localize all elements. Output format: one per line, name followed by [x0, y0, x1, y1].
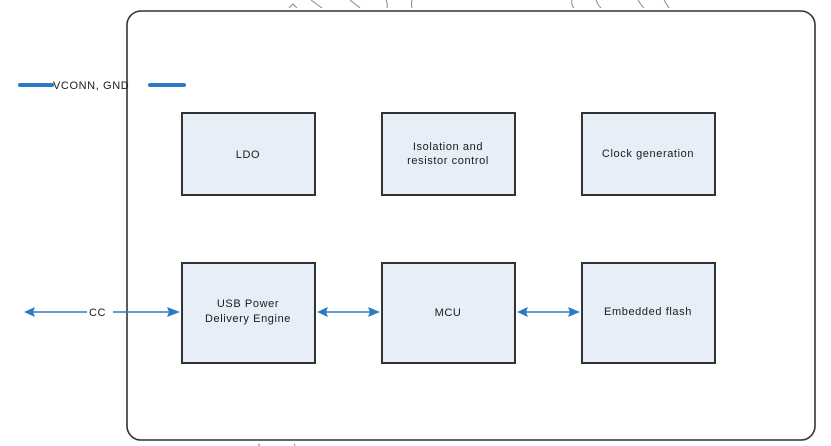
vconn-gnd-signal: VCONN, GND — [18, 80, 186, 92]
block-ldo: LDO — [181, 112, 316, 196]
block-isolation: Isolation and resistor control — [381, 112, 516, 196]
cc-label: CC — [89, 307, 106, 319]
pd-mcu-arrow-right-icon — [368, 307, 380, 317]
mcu-flash-link — [517, 307, 580, 317]
cc-arrow-left-icon — [24, 307, 35, 317]
pd-mcu-arrow-left-icon — [317, 307, 328, 317]
cc-signal: CC — [24, 307, 180, 319]
stray-marks-top — [288, 0, 670, 9]
vconn-gnd-label: VCONN, GND — [53, 80, 129, 92]
block-mcu-label: MCU — [435, 307, 462, 319]
block-isolation-label-line1: Isolation and — [413, 141, 483, 153]
block-usb-pd-label-line1: USB Power — [217, 298, 279, 310]
block-flash: Embedded flash — [581, 262, 716, 364]
block-isolation-label-line2: resistor control — [407, 155, 489, 167]
block-ldo-label: LDO — [236, 149, 260, 161]
block-usb-pd-label-line2: Delivery Engine — [205, 313, 291, 325]
cc-arrow-right-icon — [167, 307, 180, 317]
pd-mcu-link — [317, 307, 380, 317]
block-mcu: MCU — [381, 262, 516, 364]
block-clock-label: Clock generation — [602, 148, 694, 160]
block-usb-pd: USB Power Delivery Engine — [181, 262, 316, 364]
chip-boundary — [126, 10, 816, 441]
block-flash-label: Embedded flash — [604, 306, 692, 318]
mcu-flash-arrow-right-icon — [568, 307, 580, 317]
mcu-flash-arrow-left-icon — [517, 307, 528, 317]
block-clock: Clock generation — [581, 112, 716, 196]
